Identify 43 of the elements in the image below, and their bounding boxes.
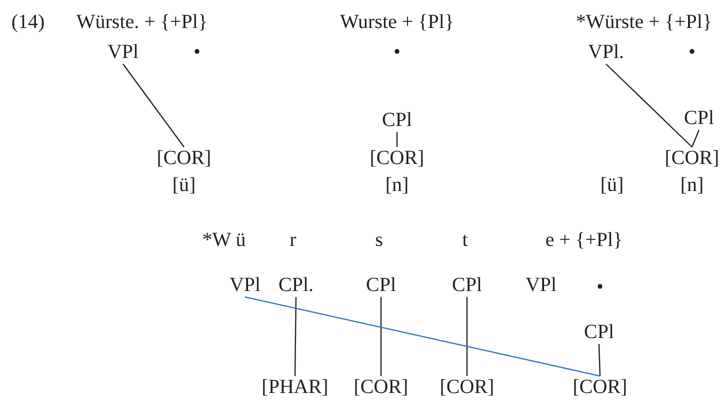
segment-label: t xyxy=(462,230,468,250)
feature-label: CPl xyxy=(452,275,482,295)
feature-label: VPl xyxy=(229,275,261,295)
feature-label: CPl xyxy=(684,108,714,128)
feature-label: CPl xyxy=(584,322,614,342)
association-line xyxy=(380,297,382,376)
segment-label: [ü] xyxy=(172,175,196,195)
feature-label: [COR] xyxy=(572,377,628,397)
feature-label: CPl xyxy=(382,110,412,130)
example-number: (14) xyxy=(11,12,45,32)
segment-label: *W ü xyxy=(202,230,246,250)
feature-label: CPl xyxy=(366,275,396,295)
bullet-symbol: • xyxy=(688,42,696,62)
association-line xyxy=(606,64,692,148)
feature-label: VPl xyxy=(525,275,557,295)
segment-label: [n] xyxy=(680,175,704,195)
feature-label: [COR] xyxy=(440,377,494,397)
association-line xyxy=(466,297,468,376)
association-line xyxy=(294,297,297,376)
feature-label: [COR] xyxy=(664,148,720,168)
bullet-symbol: • xyxy=(194,42,200,62)
word-form: *Würste + {+Pl} xyxy=(576,12,712,32)
word-form: e + {+Pl} xyxy=(545,230,623,250)
segment-label: s xyxy=(375,230,383,250)
segment-label: [n] xyxy=(385,175,409,195)
bullet-symbol: • xyxy=(596,277,604,297)
feature-label: CPl. xyxy=(278,275,314,295)
segment-label: [ü] xyxy=(600,175,624,195)
feature-label: [PHAR] xyxy=(262,377,328,397)
word-form: Wurste + {Pl} xyxy=(340,12,454,32)
association-line xyxy=(598,344,601,376)
association-line xyxy=(244,296,600,377)
association-line xyxy=(396,132,398,147)
bullet-symbol: • xyxy=(394,42,400,62)
feature-label: VPl xyxy=(107,42,139,62)
segment-label: r xyxy=(290,230,296,250)
association-line xyxy=(122,64,184,148)
word-form: Würste. + {+Pl} xyxy=(76,12,208,32)
feature-label: [COR] xyxy=(354,377,408,397)
feature-label: VPl. xyxy=(588,42,624,62)
feature-label: [COR] xyxy=(370,148,424,168)
feature-label: [COR] xyxy=(156,148,212,168)
association-line xyxy=(691,130,700,148)
